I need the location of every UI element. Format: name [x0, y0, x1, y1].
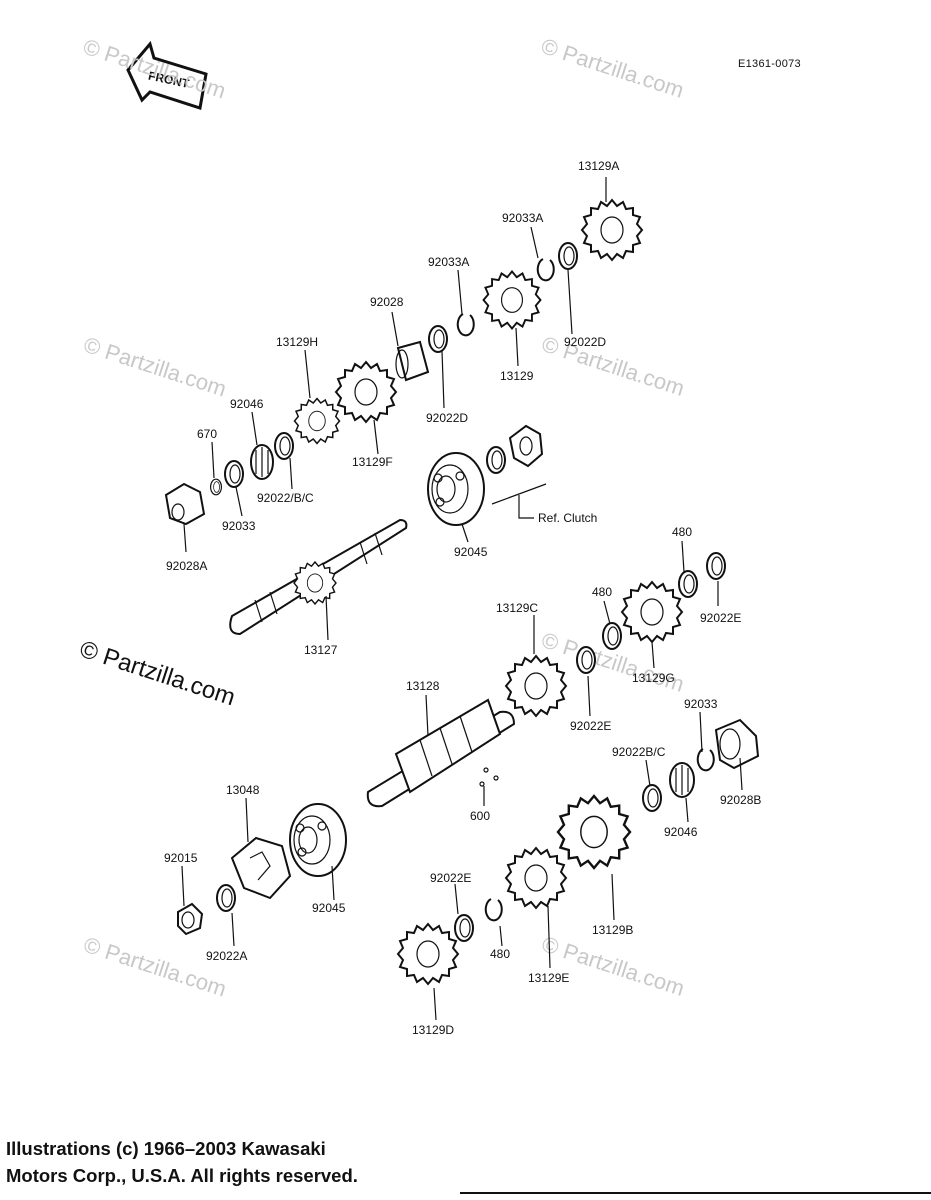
svg-text:© Partzilla.com: © Partzilla.com — [76, 636, 238, 712]
part-13129F — [335, 361, 397, 423]
part-92046-lower — [669, 762, 695, 798]
label-92022E-mid: 92022E — [570, 719, 611, 733]
upper-shaft-assembly — [164, 199, 643, 636]
part-92033-upper — [224, 460, 244, 488]
label-92028B: 92028B — [720, 793, 761, 807]
part-92033A-lower — [456, 313, 475, 337]
part-92022BC-lower — [642, 784, 662, 812]
front-arrow-icon: FRONT — [126, 40, 208, 110]
label-13127: 13127 — [304, 643, 338, 657]
svg-text:© Partzilla.com: © Partzilla.com — [81, 332, 230, 402]
part-13129B — [556, 794, 632, 870]
label-ref-clutch: Ref. Clutch — [538, 511, 597, 525]
part-labels: 13129A 92033A 92033A 92028 92022D 13129 … — [164, 159, 761, 1037]
svg-text:© Partzilla.com: © Partzilla.com — [539, 931, 688, 1001]
label-92022BC-upper: 92022/B/C — [257, 491, 314, 505]
part-92022BC-upper — [274, 432, 294, 460]
diagram-id: E1361-0073 — [738, 58, 801, 70]
part-13129 — [482, 270, 542, 330]
part-92028 — [395, 340, 430, 382]
part-92028B — [714, 718, 760, 770]
footer-divider — [460, 1192, 931, 1194]
part-92022E-mid — [576, 646, 596, 674]
part-92045-upper — [427, 452, 485, 526]
part-92028A — [164, 482, 206, 526]
label-13129F: 13129F — [352, 455, 393, 469]
part-92022D-lower — [428, 325, 448, 353]
part-13129C — [505, 655, 567, 717]
label-92033A-lower: 92033A — [428, 255, 469, 269]
lower-shaft-assembly — [177, 552, 760, 985]
label-92022D-upper: 92022D — [564, 335, 606, 349]
copyright-line-2: Motors Corp., U.S.A. All rights reserved… — [6, 1165, 358, 1186]
label-92046-lower: 92046 — [664, 825, 698, 839]
part-92015 — [177, 902, 204, 936]
copyright-line-1: Illustrations (c) 1966–2003 Kawasaki — [6, 1138, 326, 1159]
label-92028A: 92028A — [166, 559, 207, 573]
label-480-top: 480 — [672, 525, 692, 539]
label-92022E-right: 92022E — [700, 611, 741, 625]
part-480-mid — [602, 622, 622, 650]
label-480-low: 480 — [490, 947, 510, 961]
part-13129H — [293, 397, 341, 445]
label-92022E-low: 92022E — [430, 871, 471, 885]
label-92028: 92028 — [370, 295, 404, 309]
svg-text:© Partzilla.com: © Partzilla.com — [538, 33, 687, 103]
leader-lines — [181, 177, 743, 1021]
label-13129D: 13129D — [412, 1023, 454, 1037]
part-92022E-right — [706, 552, 726, 580]
part-13048 — [230, 836, 292, 900]
label-13129H: 13129H — [276, 335, 318, 349]
part-92045-lower — [289, 803, 347, 877]
label-92033-lower: 92033 — [684, 697, 718, 711]
label-600: 600 — [470, 809, 490, 823]
label-670: 670 — [197, 427, 217, 441]
part-ref-nut — [508, 424, 544, 468]
part-670 — [210, 478, 222, 496]
watermark-text: Partzilla.com — [560, 938, 687, 1001]
label-92022BC-lower: 92022B/C — [612, 745, 666, 759]
label-92022D-lower: 92022D — [426, 411, 468, 425]
part-480-low — [484, 898, 503, 922]
label-92046-upper: 92046 — [230, 397, 264, 411]
label-92045-upper: 92045 — [454, 545, 488, 559]
label-13129B: 13129B — [592, 923, 633, 937]
watermark-text: Partzilla.com — [559, 40, 686, 103]
part-92033-lower — [696, 748, 715, 772]
part-92022E-low — [454, 914, 474, 942]
label-13048: 13048 — [226, 783, 260, 797]
copyright-notice: Illustrations (c) 1966–2003 Kawasaki Mot… — [6, 1135, 358, 1189]
part-92022A — [216, 884, 236, 912]
label-92022A: 92022A — [206, 949, 247, 963]
label-92033A-upper: 92033A — [502, 211, 543, 225]
part-13129E — [505, 847, 567, 909]
svg-text:© Partzilla.com: © Partzilla.com — [539, 331, 688, 401]
part-13129A — [581, 199, 643, 261]
part-92046-upper — [250, 444, 274, 480]
part-480-top — [678, 570, 698, 598]
part-13129D — [397, 923, 459, 985]
watermark-text: Partzilla.com — [100, 643, 239, 711]
label-13129C: 13129C — [496, 601, 538, 615]
label-480-mid: 480 — [592, 585, 612, 599]
part-13129G — [621, 581, 683, 643]
label-92015: 92015 — [164, 851, 198, 865]
label-13129G: 13129G — [632, 671, 675, 685]
label-92033-upper: 92033 — [222, 519, 256, 533]
part-92022D-upper — [558, 242, 578, 270]
watermark-text: Partzilla.com — [102, 339, 229, 402]
label-13129A: 13129A — [578, 159, 619, 173]
label-13128: 13128 — [406, 679, 440, 693]
label-13129: 13129 — [500, 369, 534, 383]
part-ref-washer — [486, 446, 506, 474]
label-92045-lower: 92045 — [312, 901, 346, 915]
label-13129E: 13129E — [528, 971, 569, 985]
part-92033A-upper — [536, 258, 555, 282]
svg-text:© Partzilla.com: © Partzilla.com — [81, 932, 230, 1002]
